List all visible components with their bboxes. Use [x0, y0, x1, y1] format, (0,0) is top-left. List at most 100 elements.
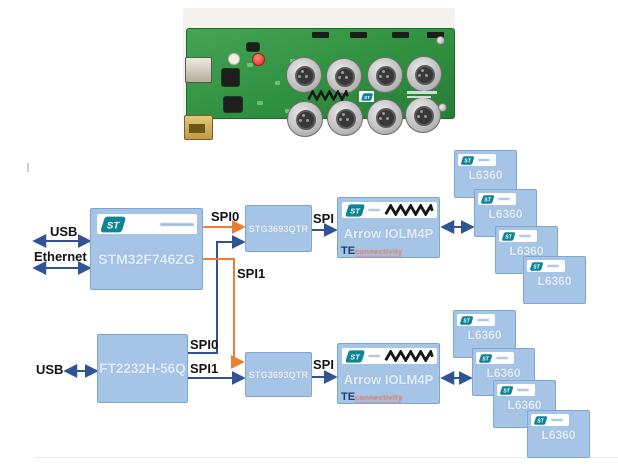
spi-top-label: SPI — [313, 211, 334, 226]
m12-connector — [287, 101, 323, 137]
life-augmented-text — [160, 222, 194, 226]
te-text: TE — [341, 245, 356, 257]
st-logo-icon: ST — [100, 216, 126, 233]
usb-connector — [185, 57, 212, 83]
life-augmented-text — [519, 235, 531, 237]
st-banner: ST — [478, 193, 516, 205]
solder-pad — [257, 101, 263, 105]
life-augmented-text — [368, 209, 380, 211]
st-banner: ST — [531, 414, 569, 426]
life-augmented-text — [478, 159, 490, 161]
stg-bottom-label: STG3693QTR — [248, 369, 309, 380]
st-logo-icon: ST — [345, 203, 365, 217]
life-augmented-text — [477, 319, 489, 321]
l6360-label: L6360 — [488, 207, 523, 221]
st-banner: ST — [499, 230, 537, 242]
st-logo-icon: ST — [533, 415, 548, 425]
l6360-label: L6360 — [537, 274, 572, 288]
svg-text:ST: ST — [350, 206, 361, 215]
l6360-label: L6360 — [486, 366, 521, 380]
spi0-bottom-label: SPI0 — [190, 337, 219, 352]
ic-chip — [222, 69, 239, 86]
m12-connector — [327, 100, 363, 136]
round-component — [228, 53, 240, 65]
silkscreen-text — [407, 96, 431, 98]
life-augmented-text — [498, 198, 510, 200]
m12-connector — [326, 58, 362, 94]
l6360-label: L6360 — [541, 428, 576, 442]
silkscreen-text — [407, 91, 437, 94]
st-banner: ST — [457, 314, 495, 326]
m12-connector — [405, 97, 441, 133]
stm32-block: ST STM32F746ZG — [90, 208, 203, 290]
l6360-block: ST L6360 — [527, 410, 590, 458]
ethernet-jack — [184, 115, 213, 140]
pin-header — [312, 32, 329, 38]
solder-pad — [247, 63, 253, 67]
pin-header — [392, 32, 409, 38]
stg-top-label: STG3693QTR — [248, 223, 309, 234]
l6360-label: L6360 — [467, 328, 502, 342]
ic-chip — [247, 43, 259, 51]
arrow-iolm4p-top-block: ST ARROW Arrow IOLM4P TEconnectivity — [337, 197, 440, 258]
solder-pad — [275, 81, 280, 85]
st-logo-icon: ST — [459, 315, 474, 325]
svg-text:ST: ST — [463, 318, 470, 324]
eval-board-photo: ARROW ST — [183, 8, 455, 140]
svg-text:ST: ST — [537, 418, 544, 424]
ethernet-label: Ethernet — [34, 249, 87, 264]
st-arrow-banner: ST ARROW — [342, 202, 437, 218]
arrow-logo-icon: ARROW — [384, 350, 434, 362]
st-logo-icon: ST — [499, 385, 514, 395]
st-banner: ST — [527, 260, 565, 272]
m12-connector — [286, 57, 322, 93]
l6360-label: L6360 — [507, 398, 542, 412]
pcb-board: ARROW ST — [184, 28, 455, 140]
te-connectivity-logo: TEconnectivity — [341, 245, 403, 257]
te-connectivity-logo: TEconnectivity — [341, 391, 403, 403]
spi-bottom-label: SPI — [313, 357, 334, 372]
arrow-logo-print-icon: ARROW — [307, 90, 349, 101]
pin-header — [350, 32, 367, 38]
stg-switch-top-block: STG3693QTR — [245, 205, 312, 252]
st-banner: ST — [458, 154, 496, 166]
usb-bottom-label: USB — [36, 362, 64, 377]
st-logo-icon: ST — [345, 349, 365, 363]
mounting-screw — [438, 103, 447, 112]
st-logo-icon: ST — [501, 231, 516, 241]
svg-text:ST: ST — [107, 220, 120, 231]
iolm-bottom-label: Arrow IOLM4P — [343, 372, 434, 387]
spi1-top-label: SPI1 — [237, 266, 266, 281]
svg-text:ST: ST — [533, 264, 540, 270]
m12-connector — [367, 99, 403, 135]
te-text: TE — [341, 391, 356, 403]
st-logo-icon: ST — [460, 155, 475, 165]
iolm-top-label: Arrow IOLM4P — [343, 226, 434, 241]
ft2232-label: FT2232H-56Q — [99, 361, 186, 376]
arrow-logo-icon: ARROW — [384, 204, 434, 216]
life-augmented-text — [496, 357, 508, 359]
st-logo-icon: ST — [529, 261, 544, 271]
life-augmented-text — [517, 389, 529, 391]
svg-text:ST: ST — [464, 158, 471, 164]
l6360-label: L6360 — [509, 244, 544, 258]
svg-text:ST: ST — [503, 388, 510, 394]
spi1-bottom-label: SPI1 — [190, 361, 219, 376]
ic-chip — [224, 97, 242, 112]
st-banner: ST — [476, 352, 514, 364]
slide-edge-line — [35, 457, 618, 458]
st-logo-icon: ST — [480, 194, 495, 204]
ft2232-block: FT2232H-56Q — [97, 334, 188, 403]
red-component — [252, 53, 265, 66]
stm32-label: STM32F746ZG — [98, 251, 195, 267]
spi0-top-label: SPI0 — [211, 209, 240, 224]
l6360-label: L6360 — [468, 168, 503, 182]
l6360-block: ST L6360 — [523, 256, 586, 304]
life-augmented-text — [368, 355, 380, 357]
st-arrow-banner: ST ARROW — [342, 348, 437, 364]
stg-switch-bottom-block: STG3693QTR — [245, 352, 312, 397]
stray-mark — [27, 163, 29, 172]
life-augmented-text — [547, 265, 559, 267]
mounting-screw — [436, 36, 445, 45]
